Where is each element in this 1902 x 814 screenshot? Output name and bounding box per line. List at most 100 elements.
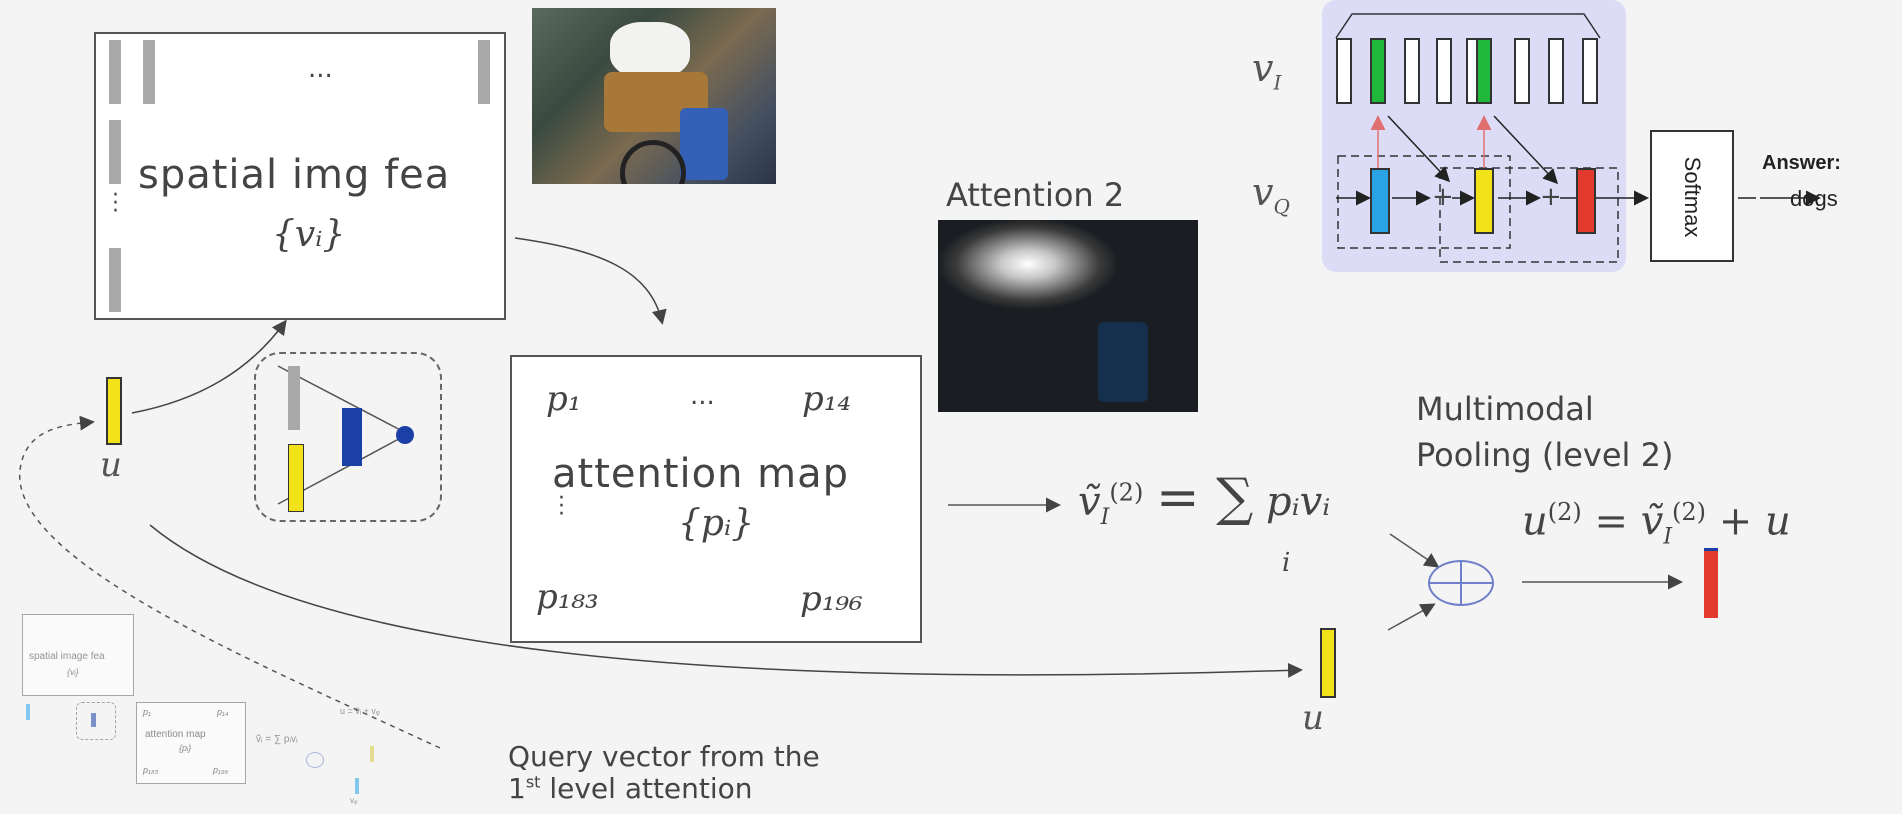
input-photo — [532, 8, 776, 184]
u2-u: u — [1522, 498, 1548, 545]
feature-column-last — [478, 40, 490, 104]
plus-1: + — [1432, 182, 1454, 212]
network-diag-1 — [1387, 115, 1451, 183]
network-trapezoid — [1335, 13, 1601, 39]
arrow-sum-to-pool — [1389, 533, 1440, 568]
spatial-vdots: ··· — [112, 183, 119, 224]
vi-bars — [1336, 38, 1600, 104]
vi-bar-3 — [1404, 38, 1420, 104]
thumb-spatial-box: spatial image fea {vᵢ} — [22, 614, 134, 696]
answer-value: dogs — [1790, 186, 1838, 211]
vi-bar-4 — [1436, 38, 1452, 104]
thumb-attn-set: {pᵢ} — [179, 743, 192, 753]
eq-equals-sum: = ∑ — [1156, 468, 1254, 528]
softmax-box: Softmax — [1650, 130, 1734, 262]
eq-vtilde: ṽ — [1078, 479, 1101, 525]
vi-label: vI — [1252, 46, 1281, 95]
attention-2-image — [938, 220, 1198, 412]
spatial-dots: ... — [308, 54, 333, 84]
query-line2-sup: st — [525, 772, 541, 792]
vi-label-sub: I — [1273, 70, 1282, 95]
u-vector-bar — [106, 377, 122, 445]
vq-label-sub: Q — [1273, 194, 1290, 219]
eq-sum-index: i — [1282, 548, 1291, 578]
attention-map-box: p₁ ... p₁₄ attention map ··· {pᵢ} p₁₈₃ p… — [510, 355, 922, 643]
u2-bar-red — [1576, 168, 1596, 234]
u-vector-bottom-bar — [1320, 628, 1336, 698]
thumb-p196: p₁₉₆ — [213, 765, 229, 775]
thumb-oplus — [306, 752, 324, 768]
attention-2-dim-bag — [1098, 322, 1148, 402]
arrow-u-to-spatial — [131, 319, 287, 414]
query-vector-label-line1: Query vector from the — [508, 740, 820, 773]
u2-sup: (2) — [1547, 498, 1582, 526]
thumb-unit-bar — [91, 713, 96, 727]
vq-label: vQ — [1252, 170, 1290, 219]
unit-query-bar — [288, 444, 304, 512]
oplus-v — [1460, 562, 1462, 604]
photo-bag — [680, 108, 728, 180]
thumb-u-bar — [370, 746, 374, 762]
network-dashed-box-2 — [1439, 167, 1619, 263]
u2-sub: I — [1663, 524, 1673, 550]
vi-label-v: v — [1252, 46, 1274, 90]
network-dashed-box-1 — [1337, 155, 1511, 249]
arrow-u-to-pool — [1387, 603, 1436, 631]
thumb-spatial-set: {vᵢ} — [67, 667, 79, 677]
vi-bar-1 — [1336, 38, 1352, 104]
thumb-attn-title: attention map — [145, 729, 206, 740]
vi-bar-6-highlighted — [1476, 38, 1492, 104]
attention-title: attention map — [552, 451, 850, 497]
feature-column-1 — [109, 40, 121, 104]
vi-bar-2-highlighted — [1370, 38, 1386, 104]
answer-label: Answer: — [1762, 152, 1841, 174]
u-label-left: u — [100, 445, 122, 485]
photo-dog — [610, 22, 690, 78]
eq-sum-term: pᵢvᵢ — [1265, 479, 1331, 525]
feature-column-2 — [143, 40, 155, 104]
attention-p183: p₁₈₃ — [536, 577, 599, 617]
thumb-p14: p₁₄ — [217, 707, 229, 717]
vi-bar-8 — [1548, 38, 1564, 104]
query-vector-label-line2: 1st level attention — [508, 772, 753, 805]
u1-bar-yellow — [1474, 168, 1494, 234]
thumb-eq2: u = ṽᵢ + vᵩ — [340, 706, 380, 716]
u2-sup2: (2) — [1672, 498, 1707, 526]
network-diag-2 — [1493, 115, 1559, 185]
spatial-features-box: ... ··· spatial img fea {vᵢ} — [94, 32, 506, 320]
attention-set: {pᵢ} — [678, 503, 755, 544]
attention-dots: ... — [690, 381, 715, 411]
eq-vtilde-sup: (2) — [1109, 478, 1144, 507]
arrow-u-to-bottom-u — [149, 524, 1303, 678]
thumb-attention-box: p₁ p₁₄ attention map {pᵢ} p₁₈₃ p₁₉₆ — [136, 702, 246, 784]
weighted-sum-equation: ṽI(2) = ∑ pᵢvᵢ — [1078, 468, 1330, 530]
u2-rest: = ṽ — [1594, 498, 1664, 545]
feature-row-1 — [109, 120, 121, 184]
feature-row-last — [109, 248, 121, 312]
vi-bar-7 — [1514, 38, 1530, 104]
plus-2: + — [1540, 182, 1562, 212]
attention-p14: p₁₄ — [802, 379, 852, 419]
vi-bar-9 — [1582, 38, 1598, 104]
u-label-bottom: u — [1302, 698, 1324, 738]
unit-output-node — [396, 426, 414, 444]
thumb-eq: ṽᵢ = ∑ pᵢvᵢ — [256, 734, 298, 745]
multimodal-label-line2: Pooling (level 2) — [1416, 436, 1674, 474]
level-1-thumbnail: spatial image fea {vᵢ} p₁ p₁₄ attention … — [10, 606, 490, 810]
thumb-spatial-title: spatial image fea — [29, 651, 105, 662]
thumb-vq-bar — [355, 778, 359, 794]
vq-label-v: v — [1252, 170, 1274, 214]
attention-2-label: Attention 2 — [946, 176, 1125, 214]
pooling-oplus-icon — [1428, 560, 1494, 606]
multimodal-label-line1: Multimodal — [1416, 390, 1594, 428]
u2-output-bar — [1704, 548, 1718, 618]
spatial-set: {vᵢ} — [272, 214, 346, 255]
unit-image-feature-bar — [288, 366, 300, 430]
attention-p1: p₁ — [546, 379, 582, 419]
vq-bar-blue — [1370, 168, 1390, 234]
query-line2-rest: level attention — [540, 772, 753, 805]
thumb-query-bar — [26, 704, 30, 720]
softmax-label: Softmax — [1680, 156, 1705, 238]
u2-equation: u(2) = ṽI(2) + u — [1522, 498, 1791, 549]
